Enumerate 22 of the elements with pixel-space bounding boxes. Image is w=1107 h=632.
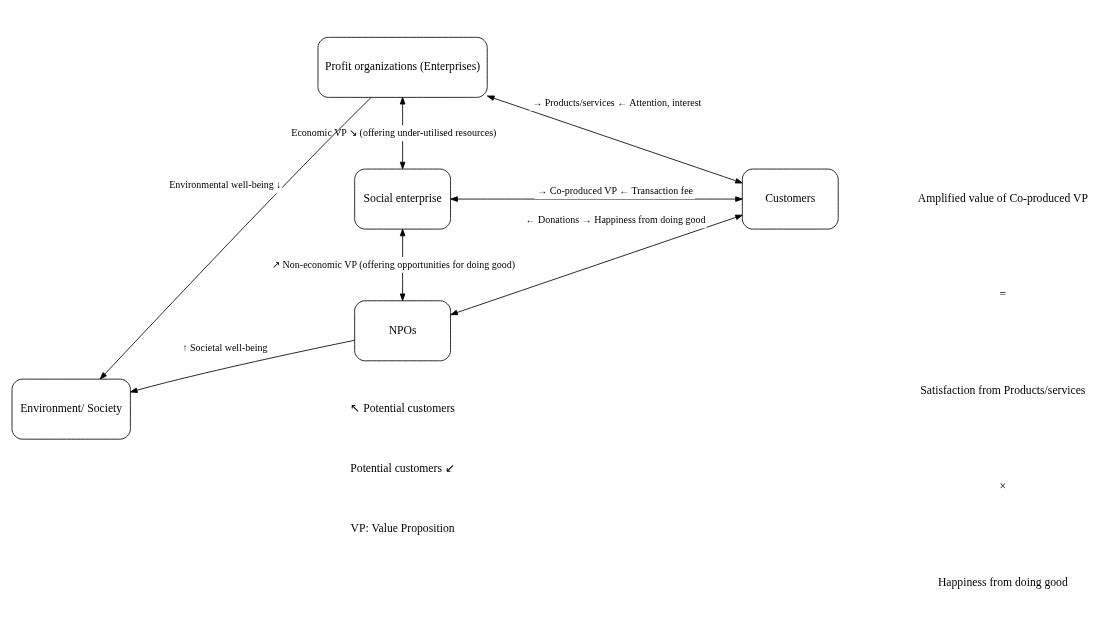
edge-label: Environmental well-being ↓ <box>169 179 282 191</box>
arrow <box>99 97 372 380</box>
node-box: Profit organizations (Enterprises) <box>317 36 488 98</box>
edge-label: Economic VP ↘ (offering under-utilised resources) <box>291 127 497 139</box>
node-box: Environment/ Society <box>11 378 131 440</box>
node-box: Social enterprise <box>354 168 451 230</box>
label: Potential customers ↙ <box>350 462 455 476</box>
label: Happiness from doing good <box>937 575 1068 589</box>
arrow <box>450 196 743 202</box>
label: Amplified value of Co-produced VP <box>917 192 1088 206</box>
node-box: Customers <box>741 168 839 230</box>
edge-label: ↗ Non-economic VP (offering opportunities for doing good) <box>272 258 516 270</box>
label: ↖ Potential customers <box>350 402 455 416</box>
edge-label: ↑ Societal well-being <box>182 341 268 353</box>
label: = <box>999 288 1007 302</box>
node-box: NPOs <box>354 300 451 362</box>
label: × <box>999 479 1007 493</box>
edge-label: → Products/services ← Attention, interest <box>532 96 702 108</box>
edge-label: ← Donations → Happiness from doing good <box>525 214 706 226</box>
label: VP: Value Proposition <box>350 522 455 536</box>
label: Satisfaction from Products/services <box>920 383 1086 397</box>
edge-label: → Co-produced VP ← Transaction fee <box>537 185 694 197</box>
